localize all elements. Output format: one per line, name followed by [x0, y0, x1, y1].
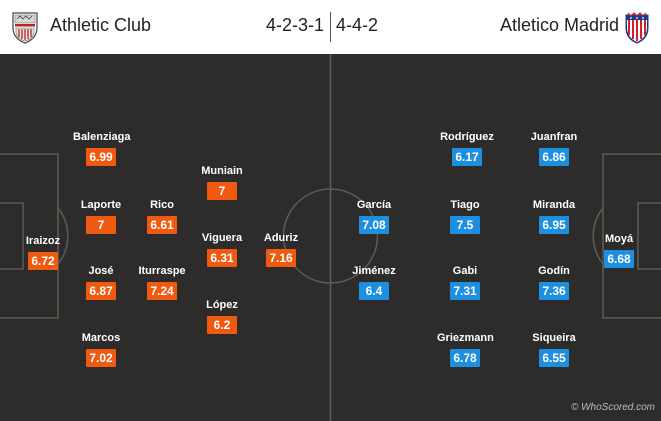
- player-name: Griezmann: [437, 332, 494, 344]
- away-player-tiago[interactable]: Tiago 7.5: [437, 198, 493, 234]
- player-name: Iturraspe: [138, 265, 186, 277]
- home-team-name[interactable]: Athletic Club: [50, 15, 152, 35]
- player-name: Viguera: [201, 232, 243, 244]
- player-rating: 6.4: [359, 282, 389, 300]
- home-player-laporte[interactable]: Laporte 7: [73, 198, 129, 234]
- player-rating: 7.02: [86, 349, 116, 367]
- player-rating: 7.36: [539, 282, 569, 300]
- pitch: Iraizoz 6.72 Balenziaga 6.99 Laporte 7 R…: [0, 54, 661, 421]
- away-penalty-area: [602, 153, 661, 319]
- player-rating: 6.87: [86, 282, 116, 300]
- athletic-club-crest-icon: [12, 12, 38, 44]
- player-name: Balenziaga: [73, 131, 131, 143]
- player-name: Rodríguez: [440, 131, 494, 143]
- player-rating: 7.08: [359, 216, 389, 234]
- home-player-viguera[interactable]: Viguera 6.31: [194, 231, 250, 267]
- home-formation: 4-2-3-1: [266, 15, 325, 35]
- away-team-name[interactable]: Atletico Madrid: [499, 15, 619, 35]
- home-goal-area: [0, 202, 24, 270]
- player-rating: 6.61: [147, 216, 177, 234]
- away-player-godin[interactable]: Godín 7.36: [526, 264, 582, 300]
- player-name: López: [206, 299, 238, 311]
- player-rating: 7.31: [450, 282, 480, 300]
- player-rating: 7: [86, 216, 116, 234]
- home-player-iraizoz[interactable]: Iraizoz 6.72: [15, 234, 71, 270]
- player-name: Juanfran: [530, 131, 578, 143]
- player-name: José: [88, 265, 114, 277]
- formation-divider: [330, 12, 331, 42]
- home-player-iturraspe[interactable]: Iturraspe 7.24: [134, 264, 190, 300]
- player-name: Aduriz: [263, 232, 299, 244]
- player-rating: 6.78: [450, 349, 480, 367]
- center-circle: [282, 188, 379, 284]
- home-penalty-area: [0, 153, 59, 319]
- player-rating: 6.31: [207, 249, 237, 267]
- player-rating: 7.5: [450, 216, 480, 234]
- away-player-miranda[interactable]: Miranda 6.95: [526, 198, 582, 234]
- player-rating: 7: [207, 182, 237, 200]
- home-player-aduriz[interactable]: Aduriz 7.16: [253, 231, 309, 267]
- player-name: Muniain: [201, 165, 243, 177]
- player-rating: 7.16: [266, 249, 296, 267]
- away-player-moya[interactable]: Moyá 6.68: [591, 232, 647, 268]
- away-player-juanfran[interactable]: Juanfran 6.86: [526, 130, 582, 166]
- player-name: Rico: [150, 199, 174, 211]
- atletico-madrid-crest-icon: [625, 12, 649, 44]
- away-penalty-arc: [592, 207, 604, 265]
- match-header: Athletic Club 4-2-3-1 4-4-2 Atletico Mad…: [0, 0, 661, 54]
- player-name: Marcos: [81, 332, 121, 344]
- player-rating: 6.68: [604, 250, 634, 268]
- player-name: Moyá: [604, 233, 634, 245]
- whoscored-watermark: © WhoScored.com: [570, 402, 655, 413]
- player-name: Godín: [538, 265, 570, 277]
- home-player-lopez[interactable]: López 6.2: [194, 298, 250, 334]
- player-name: Tiago: [450, 199, 480, 211]
- away-goal-area: [637, 202, 661, 270]
- away-player-gabi[interactable]: Gabi 7.31: [437, 264, 493, 300]
- player-rating: 6.99: [86, 148, 116, 166]
- player-name: García: [356, 199, 392, 211]
- player-name: Gabi: [452, 265, 478, 277]
- player-name: Iraizoz: [25, 235, 61, 247]
- player-name: Laporte: [80, 199, 122, 211]
- away-player-jimenez[interactable]: Jiménez 6.4: [346, 264, 402, 300]
- player-name: Siqueira: [532, 332, 576, 344]
- away-player-rodriguez[interactable]: Rodríguez 6.17: [439, 130, 495, 166]
- player-rating: 6.95: [539, 216, 569, 234]
- player-rating: 6.55: [539, 349, 569, 367]
- player-rating: 6.17: [452, 148, 482, 166]
- pitch-markings: [0, 54, 661, 421]
- away-player-griezmann[interactable]: Griezmann 6.78: [437, 331, 494, 367]
- player-name: Jiménez: [352, 265, 396, 277]
- home-player-marcos[interactable]: Marcos 7.02: [73, 331, 129, 367]
- player-rating: 7.24: [147, 282, 177, 300]
- player-name: Miranda: [532, 199, 576, 211]
- home-player-balenziaga[interactable]: Balenziaga 6.99: [73, 130, 131, 166]
- away-player-garcia[interactable]: García 7.08: [346, 198, 402, 234]
- home-player-muniain[interactable]: Muniain 7: [194, 164, 250, 200]
- home-player-rico[interactable]: Rico 6.61: [134, 198, 190, 234]
- away-formation: 4-4-2: [336, 15, 379, 35]
- home-penalty-arc: [57, 207, 69, 265]
- player-rating: 6.2: [207, 316, 237, 334]
- player-rating: 6.86: [539, 148, 569, 166]
- away-player-siqueira[interactable]: Siqueira 6.55: [526, 331, 582, 367]
- home-player-jose[interactable]: José 6.87: [73, 264, 129, 300]
- player-rating: 6.72: [28, 252, 58, 270]
